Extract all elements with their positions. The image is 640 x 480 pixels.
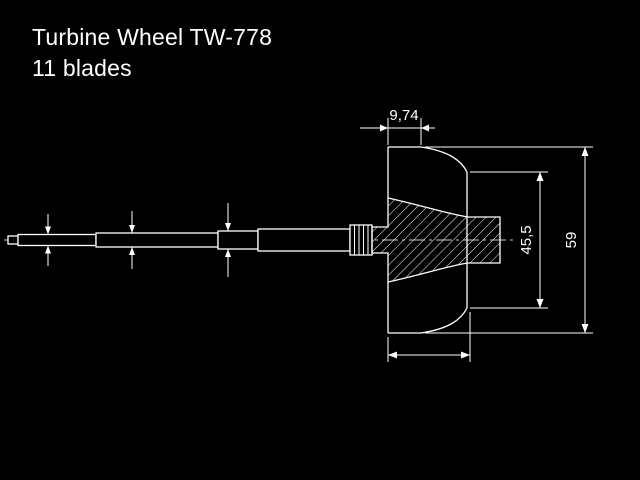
dimension-wheel-width [387, 312, 471, 362]
dim-label-tip-width: 9,74 [389, 107, 418, 124]
seal-collar [349, 224, 373, 256]
shaft-segment-1 [17, 233, 97, 247]
blade-count: 11 blades [32, 55, 132, 81]
hub-section [371, 197, 501, 283]
shaft-tip [7, 235, 19, 245]
shaft-segment-2 [95, 232, 219, 248]
hub-hatched-area [371, 197, 501, 283]
dim-label-exducer-diameter: 45,5 [518, 225, 535, 254]
wheel-outline [387, 146, 468, 334]
shaft-segment-4 [257, 228, 351, 252]
dimension-tip-width: 9,74 [360, 107, 435, 145]
shaft-segment-3 [217, 230, 259, 250]
dimension-outer-diameter: 59 [425, 146, 593, 334]
shaft [7, 228, 351, 252]
part-title: Turbine Wheel TW-778 [32, 24, 273, 50]
title-block: Turbine Wheel TW-778 11 blades [32, 22, 272, 84]
dim-label-outer-diameter: 59 [563, 232, 580, 249]
shaft-diameter-arrows [45, 203, 231, 277]
dimension-exducer-diameter: 45,5 [470, 171, 548, 309]
